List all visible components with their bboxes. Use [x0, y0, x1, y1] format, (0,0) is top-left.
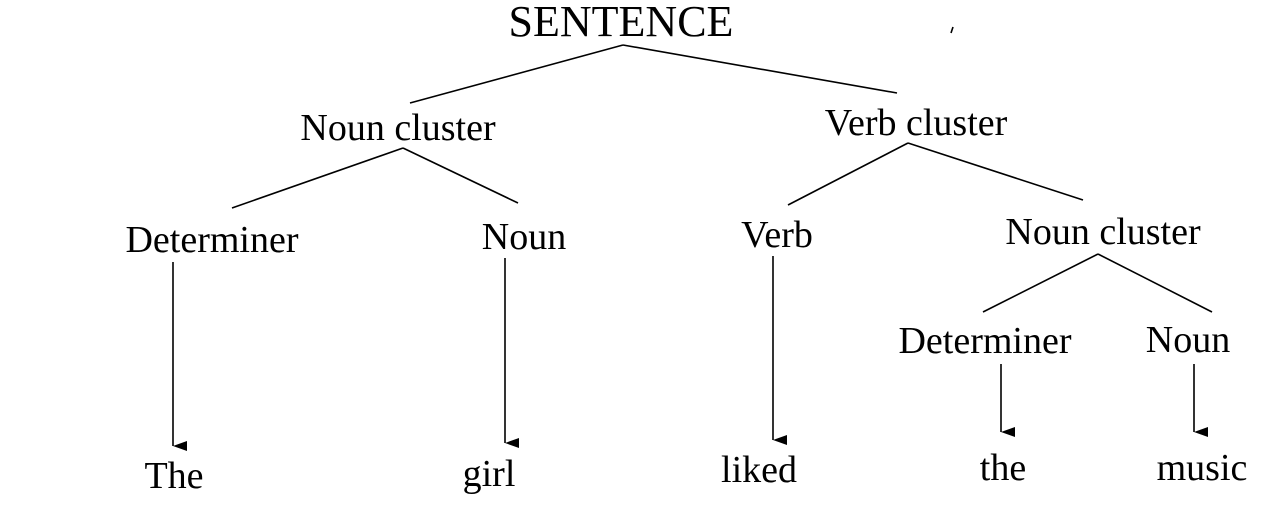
node-noun-1: Noun: [481, 216, 567, 258]
word-liked: liked: [721, 449, 797, 491]
edge-verb-cluster-verb: [787, 142, 909, 206]
node-determiner-1: Determiner: [125, 219, 299, 261]
node-noun-cluster-2: Noun cluster: [1005, 211, 1201, 253]
edge-noun-cluster-noun: [402, 147, 519, 204]
edge-verb-cluster-noun-cluster: [907, 142, 1084, 201]
word-music: music: [1156, 447, 1248, 489]
node-verb-cluster: Verb cluster: [824, 102, 1008, 144]
node-determiner-2: Determiner: [898, 320, 1072, 362]
edge-noun-cluster-2-determiner: [982, 253, 1099, 313]
word-girl: girl: [462, 453, 516, 495]
node-verb: Verb: [741, 214, 813, 256]
edge-sentence-noun-cluster: [409, 44, 624, 104]
node-noun-2: Noun: [1145, 319, 1231, 361]
edge-noun-cluster-2-noun: [1097, 253, 1213, 313]
edge-noun-cluster-determiner: [231, 147, 404, 209]
node-noun-cluster-1: Noun cluster: [300, 107, 496, 149]
word-the-2: the: [979, 447, 1027, 489]
node-sentence: SENTENCE: [508, 0, 734, 46]
word-the-1: The: [144, 455, 204, 497]
stray-mark: [950, 26, 954, 34]
edge-sentence-verb-cluster: [622, 44, 898, 94]
